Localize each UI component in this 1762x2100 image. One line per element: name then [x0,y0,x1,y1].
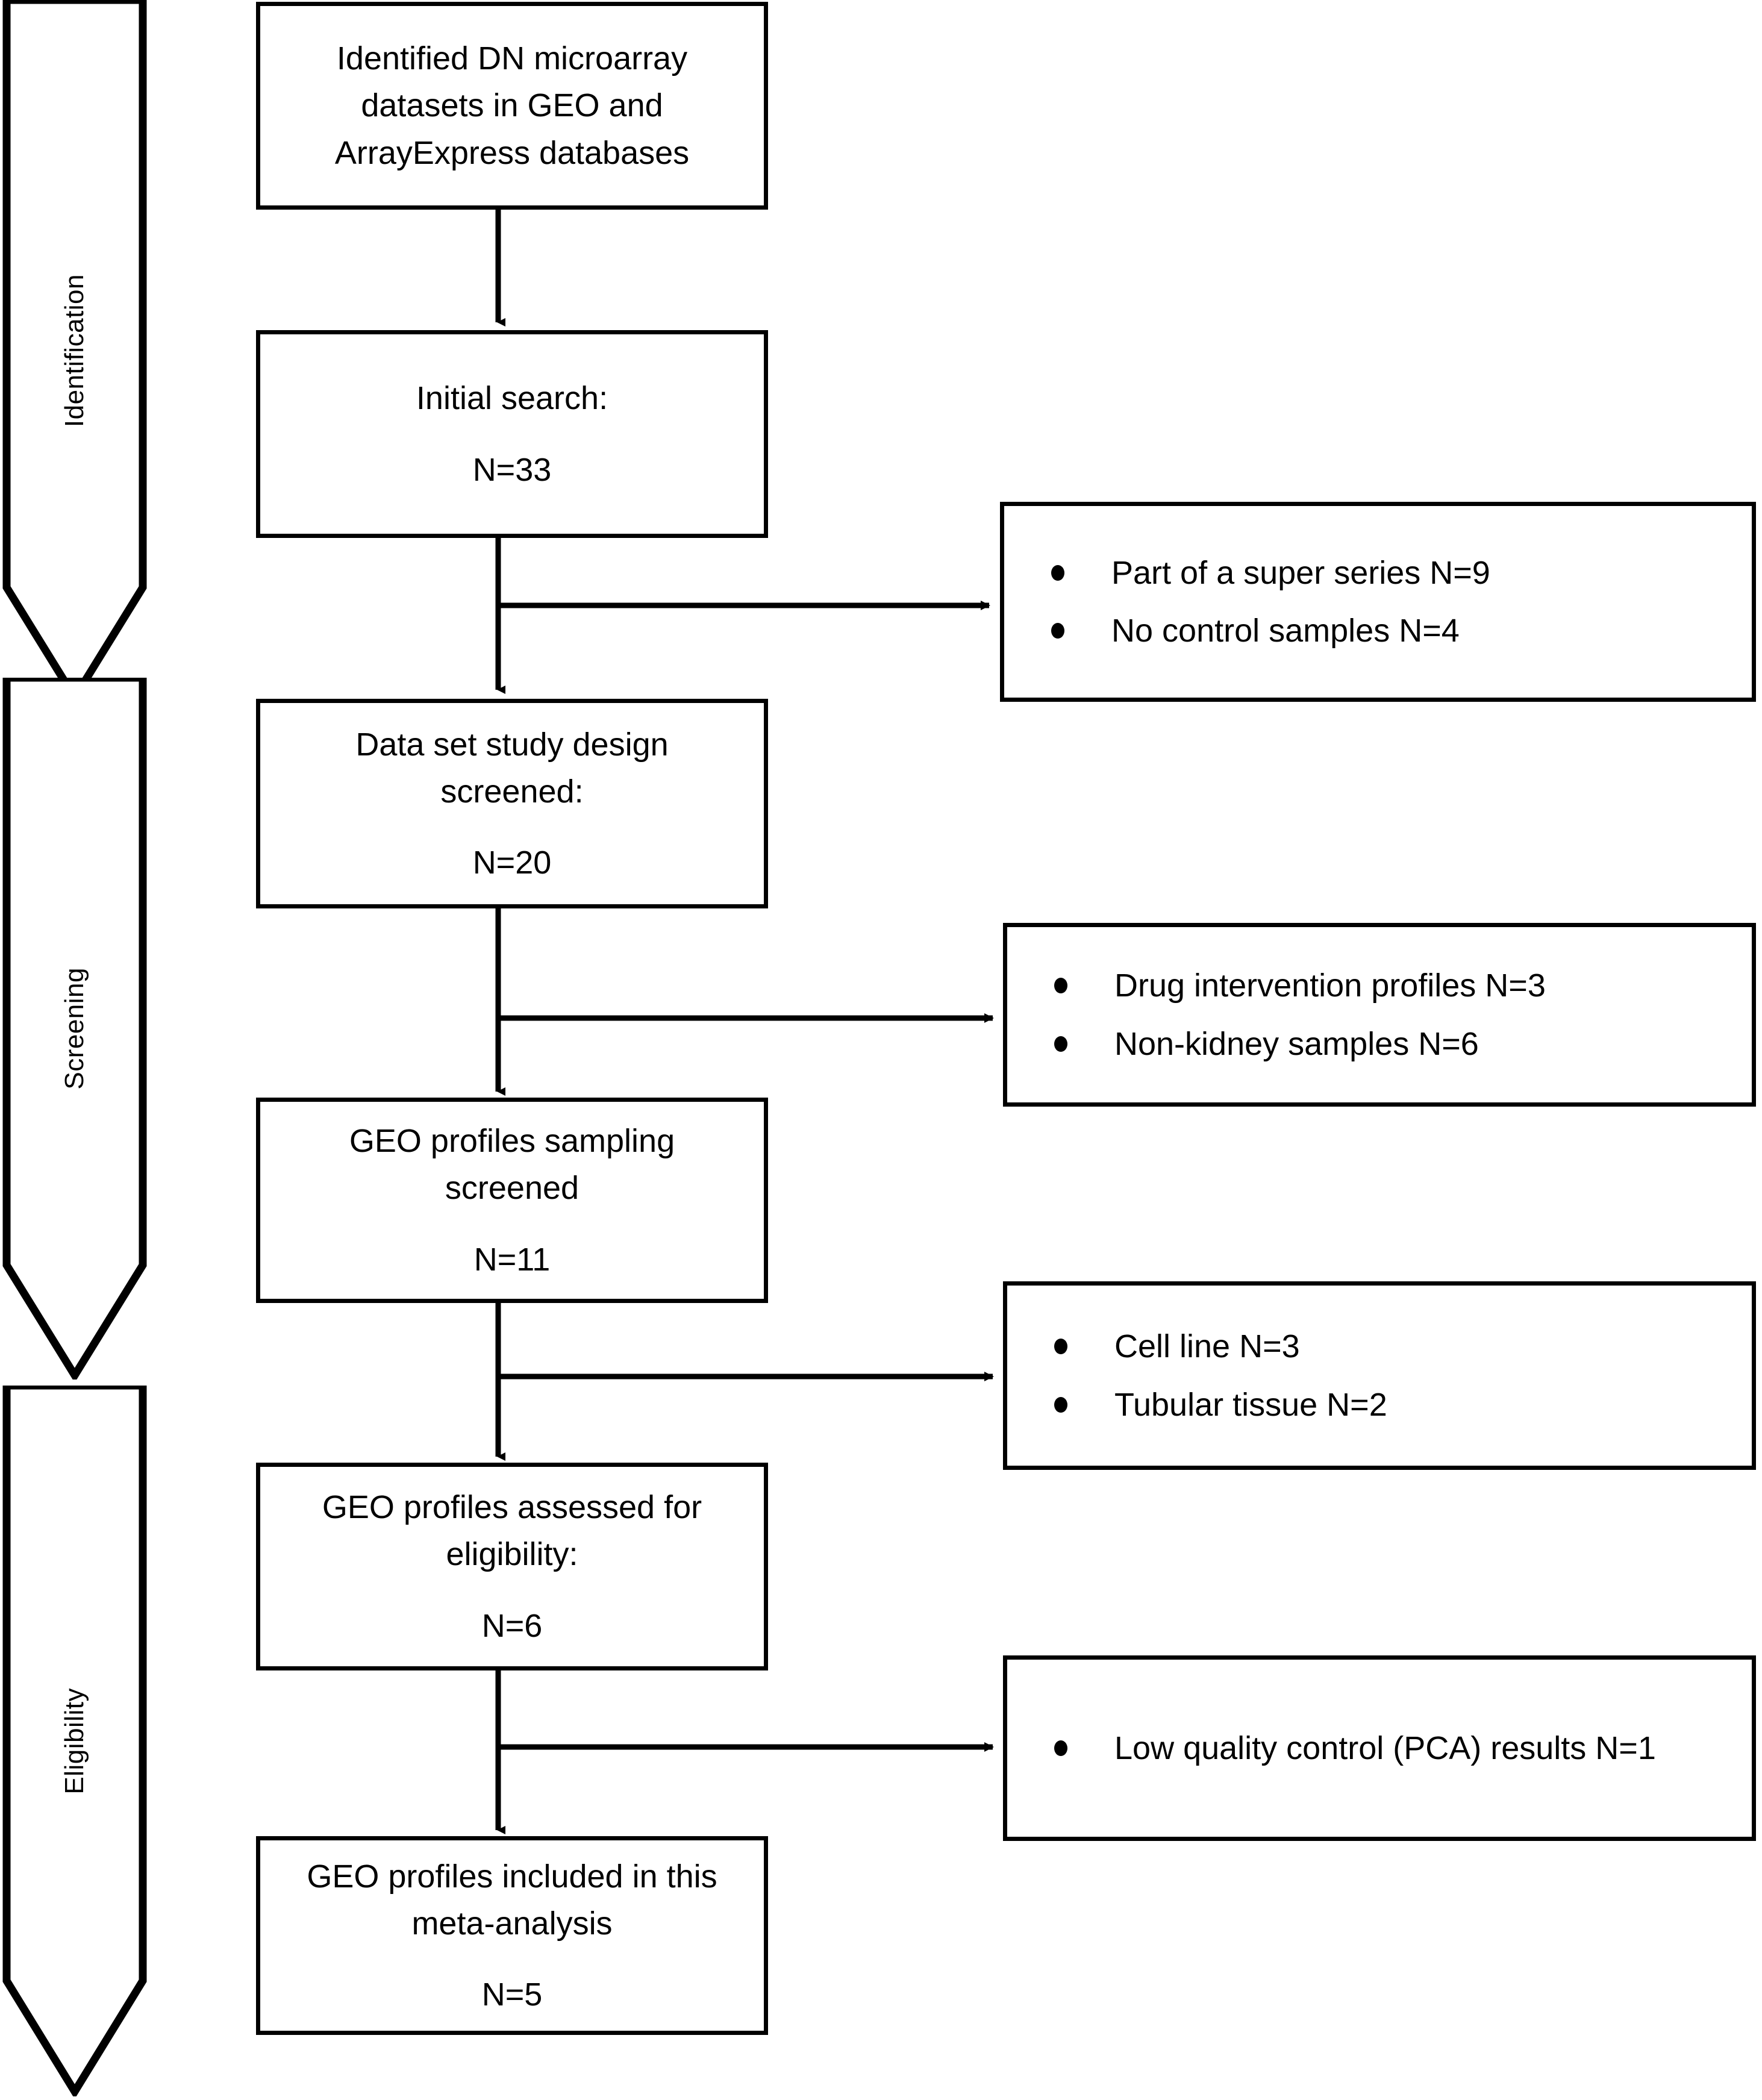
exclusion-item-label: Non-kidney samples N=6 [1114,1025,1479,1062]
stage-arrow-screening: Screening [2,678,147,1380]
exclusion-list-item: Non-kidney samples N=6 [1043,1023,1752,1065]
exclusion-box-after-study-design[interactable]: Drug intervention profiles N=3 Non-kidne… [1003,923,1756,1107]
flow-box-geo-profiles-included[interactable]: GEO profiles included in this meta-analy… [256,1836,768,2035]
flow-box-line-2: datasets in GEO and [361,87,663,124]
flow-box-identified-datasets[interactable]: Identified DN microarray datasets in GEO… [256,2,768,210]
flow-box-count: N=11 [473,1241,551,1278]
flow-box-line-1: Data set study design [355,726,669,763]
bullet-icon [1054,1339,1067,1355]
bullet-icon [1054,1396,1067,1413]
flow-box-line-1: GEO profiles sampling [349,1123,675,1160]
exclusion-box-after-sampling[interactable]: Cell line N=3 Tubular tissue N=2 [1003,1281,1756,1470]
flow-box-line-2: screened: [440,773,584,810]
exclusion-list-item: Cell line N=3 [1043,1325,1752,1367]
stage-arrow-identification: Identification [2,0,147,702]
bullet-icon [1051,623,1064,639]
exclusion-item-label: No control samples N=4 [1111,613,1460,649]
flow-box-count: N=33 [472,451,552,488]
flow-box-count: N=20 [472,845,552,881]
flow-box-count: N=6 [481,1607,543,1644]
exclusion-list-item: No control samples N=4 [1040,610,1752,652]
bullet-icon [1054,978,1067,994]
flow-box-geo-profiles-assessed[interactable]: GEO profiles assessed for eligibility: N… [256,1463,768,1670]
exclusion-box-after-initial-search[interactable]: Part of a super series N=9 No control sa… [1000,502,1756,702]
flow-box-line-2: screened [445,1170,580,1207]
exclusion-list: Cell line N=3 Tubular tissue N=2 [1007,1310,1752,1441]
exclusion-list: Part of a super series N=9 No control sa… [1004,536,1752,667]
flow-box-initial-search[interactable]: Initial search: N=33 [256,330,768,538]
exclusion-item-label: Tubular tissue N=2 [1114,1386,1387,1423]
flow-box-line-1: GEO profiles assessed for [322,1489,702,1526]
exclusion-list-item: Part of a super series N=9 [1040,552,1752,594]
exclusion-list-item: Tubular tissue N=2 [1043,1384,1752,1426]
flow-box-line-1: Identified DN microarray [336,40,688,77]
exclusion-list: Low quality control (PCA) results N=1 [1007,1711,1752,1785]
exclusion-box-after-eligibility[interactable]: Low quality control (PCA) results N=1 [1003,1655,1756,1841]
flow-box-line-2: meta-analysis [411,1905,613,1942]
exclusion-item-label: Cell line N=3 [1114,1328,1300,1365]
flow-box-line-3: ArrayExpress databases [334,134,690,171]
stage-arrow-eligibility: Eligibility [2,1386,147,2096]
flow-box-study-design-screened[interactable]: Data set study design screened: N=20 [256,699,768,908]
flow-box-line-1: Initial search: [416,380,608,417]
exclusion-item-label: Part of a super series N=9 [1111,554,1490,591]
exclusion-item-label: Drug intervention profiles N=3 [1114,967,1546,1004]
flow-box-count: N=5 [481,1977,543,2013]
bullet-icon [1054,1036,1067,1052]
exclusion-list: Drug intervention profiles N=3 Non-kidne… [1007,949,1752,1080]
flow-box-line-1: GEO profiles included in this [307,1858,717,1895]
bullet-icon [1054,1740,1067,1756]
exclusion-item-label: Low quality control (PCA) results N=1 [1114,1730,1656,1766]
flow-box-line-2: eligibility: [446,1536,578,1573]
exclusion-list-item: Low quality control (PCA) results N=1 [1043,1727,1752,1769]
exclusion-list-item: Drug intervention profiles N=3 [1043,964,1752,1007]
bullet-icon [1051,564,1064,581]
flow-box-geo-profiles-sampling-screened[interactable]: GEO profiles sampling screened N=11 [256,1098,768,1303]
